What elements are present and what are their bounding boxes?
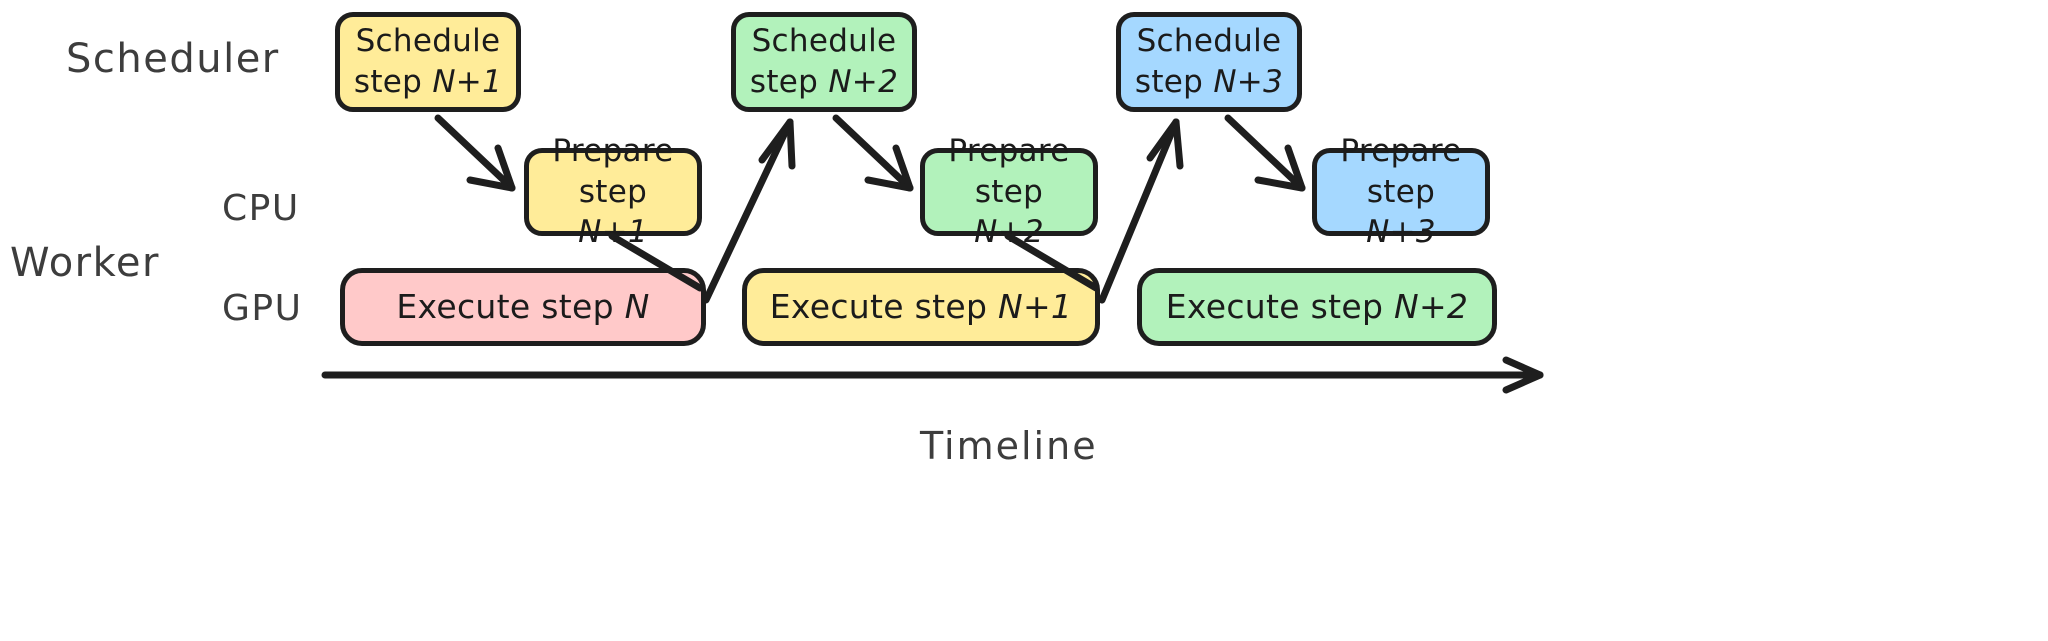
node-label: Execute step N <box>396 287 650 327</box>
node-label: Schedule step N+2 <box>749 23 899 100</box>
node-prepare-step-n3[interactable]: Prepare step N+3 <box>1312 133 1490 250</box>
node-label: Prepare step N+1 <box>552 132 674 251</box>
node-schedule-step-n2[interactable]: Schedule step N+2 <box>731 12 917 112</box>
node-label: Execute step N+2 <box>1165 287 1469 327</box>
node-label: Prepare step N+2 <box>948 132 1070 251</box>
arrow-schedule-n3-to-prepare-n3 <box>1224 114 1306 192</box>
node-prepare-step-n1[interactable]: Prepare step N+1 <box>524 133 702 250</box>
lane-label-worker: Worker <box>10 240 160 286</box>
node-execute-step-n2[interactable]: Execute step N+2 <box>1137 268 1497 346</box>
lane-label-cpu: CPU <box>222 188 300 229</box>
node-execute-step-n1[interactable]: Execute step N+1 <box>742 268 1100 346</box>
arrow-schedule-n1-to-prepare-n1 <box>434 114 516 192</box>
node-schedule-step-n3[interactable]: Schedule step N+3 <box>1116 12 1302 112</box>
arrow-schedule-n2-to-prepare-n2 <box>832 114 914 192</box>
timeline-label: Timeline <box>920 424 1098 468</box>
node-schedule-step-n1[interactable]: Schedule step N+1 <box>335 12 521 112</box>
lane-label-gpu: GPU <box>222 288 303 329</box>
lane-label-scheduler: Scheduler <box>66 36 280 82</box>
node-label: Prepare step N+3 <box>1340 132 1462 251</box>
node-execute-step-n[interactable]: Execute step N <box>340 268 706 346</box>
node-prepare-step-n2[interactable]: Prepare step N+2 <box>920 133 1098 250</box>
node-label: Schedule step N+1 <box>353 23 503 100</box>
timeline-axis <box>321 356 1544 394</box>
node-label: Execute step N+1 <box>769 287 1073 327</box>
node-label: Schedule step N+3 <box>1134 23 1284 100</box>
